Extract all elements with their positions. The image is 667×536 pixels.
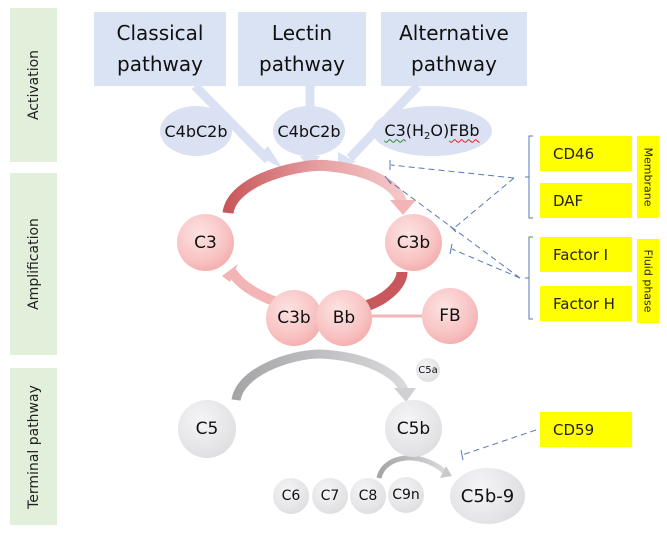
node-label: C7 [320,488,340,504]
lectin-c3-convertase: C4bC2b [273,106,345,156]
convertase-suffix: FBb [449,120,480,140]
convertase-label: C4bC2b [164,121,228,141]
arc-c5-to-c5b-head [394,388,416,402]
arc-c5-to-c5b [231,349,409,402]
inhibit-membrane-to-convertase [390,164,515,179]
lectin-pathway-box: Lectin pathway [238,12,366,86]
pathway-title: Classical [116,21,204,45]
node-label: Bb [332,308,356,328]
node-c7: C7 [312,478,348,514]
node-label: C9n [392,487,420,503]
arc-c5b-to-mac-head [440,466,452,478]
node-label: C3 [194,232,217,253]
stage-label-terminal: Terminal pathway [10,368,57,525]
alternative-c3-convertase: C3(H2O)FBb [372,106,492,156]
convertase-paren-open: (H [405,120,425,140]
pathway-title: Lectin [271,21,333,45]
node-c5b-9: C5b-9 [450,468,525,524]
node-bb: Bb [316,290,372,346]
node-label: C3b [277,308,311,328]
node-c5: C5 [178,400,236,458]
inhibit-cd59-to-mac [461,429,537,456]
bracket-membrane [525,135,533,219]
pathway-subtitle: pathway [411,52,497,76]
inhibition-bars [384,160,464,461]
node-label: C5 [195,419,219,439]
node-c5a: C5a [416,358,440,382]
node-label: C6 [281,488,301,504]
node-c8: C8 [350,478,386,514]
node-c3b-complex: C3b [266,290,322,346]
node-c3: C3 [177,214,234,271]
inhibit-fluid-to-c3b [451,248,521,279]
bracket-fluid [525,236,533,320]
node-fb: FB [422,288,478,344]
pathway-subtitle: pathway [259,52,345,76]
classical-c3-convertase: C4bC2b [160,106,232,156]
arc-c3b-to-convertase [364,271,408,312]
node-c5b: C5b [385,400,442,457]
classical-funnel [191,82,272,164]
regulator-daf: DAF [540,183,632,218]
convertase-prefix: C3 [384,120,406,140]
arc-c3-to-c3b [222,159,408,215]
inhibit-fluid-to-convertase [387,179,521,279]
group-label-membrane: Membrane [637,136,659,218]
regulator-label: DAF [553,191,584,210]
node-c6: C6 [273,478,309,514]
pathway-title: Alternative [399,21,509,45]
group-label-text: Fluid phase [641,249,655,313]
stage-label-amplification: Amplification [10,173,57,355]
convertase-paren-close: O) [430,120,450,140]
convertase-label: C3(H2O)FBb [384,121,479,142]
node-c3b: C3b [385,214,442,271]
arc-convertase-to-c3-head [222,264,238,282]
classical-pathway-box: Classical pathway [94,12,226,86]
regulator-cd46: CD46 [540,136,632,171]
node-label: C5a [418,364,438,376]
arc-c3-to-c3b-head [390,200,416,215]
regulator-label: Factor H [553,294,615,313]
regulator-cd59: CD59 [540,412,632,447]
node-label: C5b-9 [460,485,515,507]
group-label-fluid-phase: Fluid phase [637,239,659,323]
inhibition-lines [387,164,537,456]
convertase-subscript: 2 [424,130,431,142]
arc-c5b-to-mac [376,455,447,479]
node-label: C8 [358,488,378,504]
node-label: C3b [396,232,431,253]
regulator-label: CD46 [553,144,595,163]
inhibit-membrane-to-c3b [452,177,515,230]
convertase-label: C4bC2b [277,121,341,141]
pathway-subtitle: pathway [117,52,203,76]
node-c9n: C9n [388,477,424,513]
regulator-label: Factor I [553,245,609,264]
alternative-pathway-box: Alternative pathway [381,12,527,86]
regulator-factor-i: Factor I [540,237,632,272]
regulator-factor-h: Factor H [540,286,632,321]
node-label: C5b [396,418,431,439]
stage-label-activation: Activation [10,8,57,162]
classical-funnel-head [258,146,282,168]
group-label-text: Membrane [641,147,655,207]
regulator-label: CD59 [553,420,595,439]
node-label: FB [439,306,461,326]
